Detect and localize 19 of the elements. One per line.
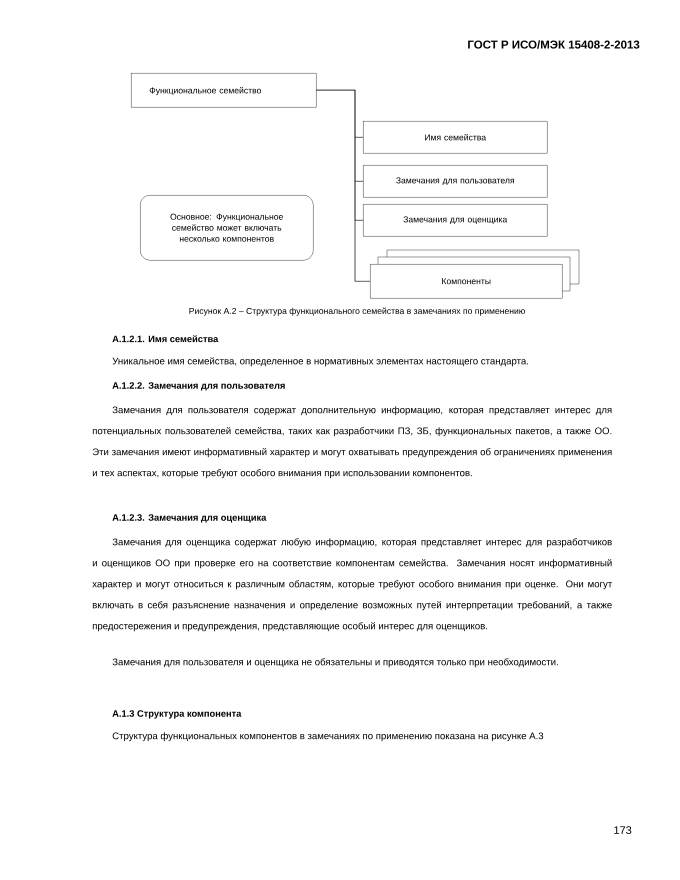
connector-line: [316, 90, 370, 282]
section-heading: А.1.2.2. Замечания для пользователя: [112, 382, 285, 391]
figure-caption: Рисунок А.2 – Структура функционального семейства в замечаниях по применению: [189, 308, 525, 316]
paragraph: Замечания для пользователя содержат дополнительную информацию, которая представляет интерес для потенциальных пользователей семейства, таких как разработчики ПЗ, ЗБ, функциональных пакетов, а также ОО. Эти замечания имеют информативный характер и могут охватывать предупреждения об ограничениях применения и тех аспектах, которые требуют особого внимания при использовании компонентов.: [92, 406, 612, 478]
section-box: Замечания для оценщика: [363, 204, 548, 236]
section-box: Замечания для пользователя: [363, 165, 548, 198]
paragraph: Структура функциональных компонентов в замечаниях по применению показана на рисунке А.3: [112, 732, 544, 742]
section-box: Имя семейства: [363, 121, 548, 154]
page-number: 173: [614, 826, 632, 834]
family-box: Функциональное семейство: [131, 73, 316, 108]
section-heading: А.1.3 Структура компонента: [112, 710, 242, 719]
section-heading: А.1.2.1. Имя семейства: [112, 335, 218, 342]
stacked-boxes: Компоненты: [370, 250, 580, 298]
paragraph: Замечания для оценщика содержат любую информацию, которая представляет интерес для разработчиков и оценщиков ОО при проверке его на соответствие компонентам семейства. Замечания носят информативный характер и могут относиться к различным областям, которые требуют особого внимания при оценке. Они могут включать в себя разъяснение назначения и определение возможных путей интерпретации требований, а также предостережения и предупреждения, представляющие особый интерес для оценщиков.: [92, 538, 612, 632]
note-box: Основное: Функциональное семейство может включать несколько компонентов: [140, 195, 314, 260]
paragraph: Замечания для пользователя и оценщика не обязательны и приводятся только при необходимости.: [112, 658, 558, 668]
running-header: ГОСТ Р ИСО/МЭК 15408-2-2013: [468, 40, 640, 49]
section-heading: А.1.2.3. Замечания для оценщика: [112, 514, 266, 523]
paragraph: Уникальное имя семейства, определенное в нормативных элементах настоящего стандарта.: [112, 357, 528, 366]
